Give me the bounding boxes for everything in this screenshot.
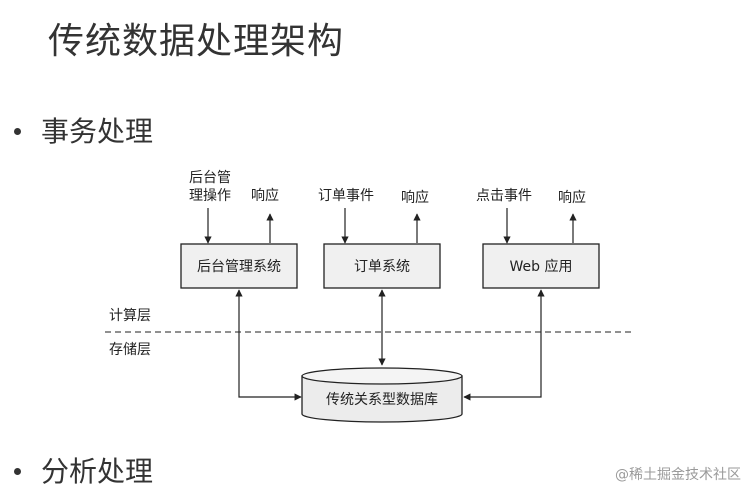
web-app-box <box>482 243 600 289</box>
admin-system-label: 后台管理系统 <box>197 259 281 275</box>
order-system-box <box>323 243 441 289</box>
web-response-label: 响应 <box>558 189 586 206</box>
order-event-label: 订单事件 <box>318 188 374 204</box>
storage-layer-label: 存储层 <box>109 342 151 358</box>
bullet-analysis: 分析处理 <box>14 450 153 490</box>
database-label: 传统关系型数据库 <box>326 392 438 408</box>
database-cylinder <box>301 367 463 423</box>
admin-response-label: 响应 <box>251 187 279 204</box>
admin-ops-label-line1: 后台管 <box>189 170 231 186</box>
click-event-label: 点击事件 <box>476 188 532 204</box>
bullet-analysis-label: 分析处理 <box>41 455 154 488</box>
order-system-label: 订单系统 <box>354 259 410 275</box>
web-db-connector <box>463 289 545 401</box>
admin-system-box <box>180 243 298 289</box>
bullet-dot-icon <box>14 127 21 135</box>
bullet-dot-icon <box>14 467 21 475</box>
compute-layer-label: 计算层 <box>109 308 151 324</box>
order-response-label: 响应 <box>401 189 429 206</box>
bullet-transaction: 事务处理 <box>14 110 153 150</box>
admin-db-connector <box>235 289 302 401</box>
admin-ops-label-line2: 理操作 <box>189 188 231 204</box>
web-app-label: Web 应用 <box>510 258 573 275</box>
bullet-transaction-label: 事务处理 <box>41 115 154 148</box>
watermark: @稀土掘金技术社区 <box>615 467 741 483</box>
page-title: 传统数据处理架构 <box>48 21 345 62</box>
